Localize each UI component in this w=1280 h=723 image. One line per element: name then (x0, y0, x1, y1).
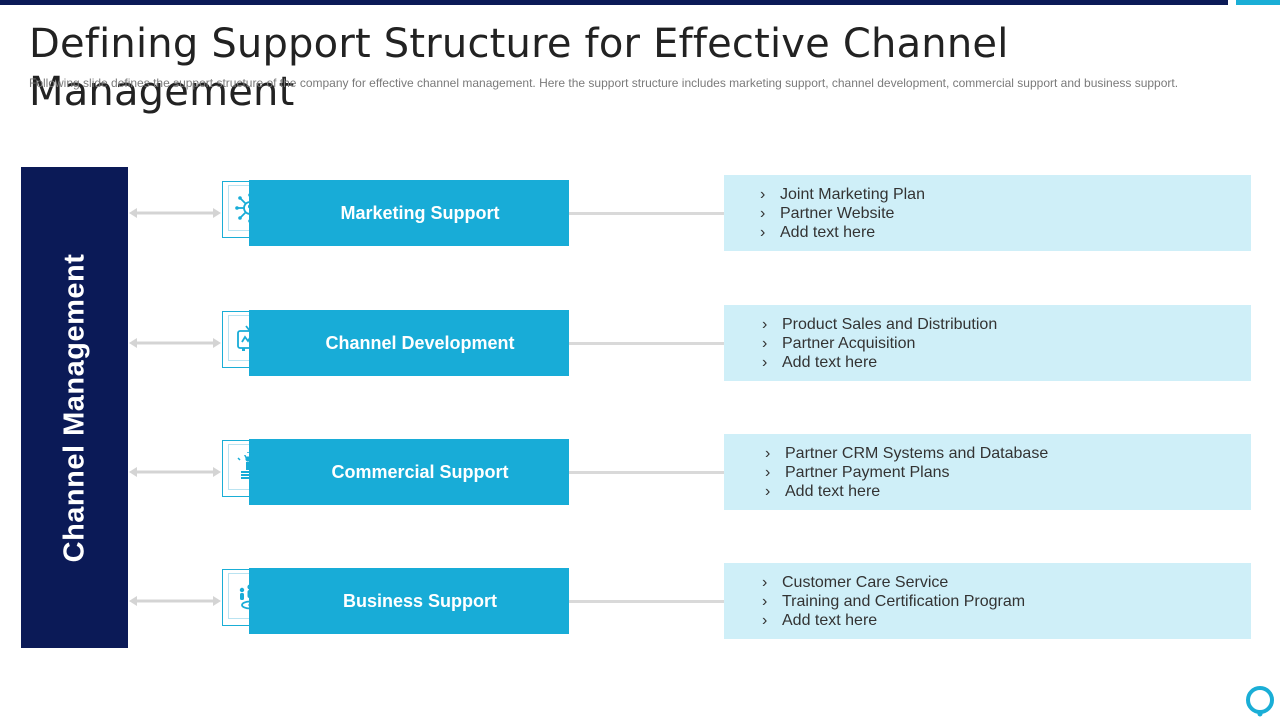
brand-logo-icon (1244, 685, 1277, 718)
support-row-business: Business Support ›Customer Care Service … (0, 563, 1280, 639)
list-item: ›Training and Certification Program (762, 593, 1026, 610)
list-item: ›Partner Acquisition (762, 335, 916, 352)
support-row-marketing: Marketing Support ›Joint Marketing Plan … (0, 175, 1280, 251)
support-row-commercial: $ Commercial Support ›Partner CRM System… (0, 434, 1280, 510)
top-accent-bar-light (1236, 0, 1280, 5)
connector-line (569, 342, 725, 345)
connector-line (569, 212, 725, 215)
support-label-box: Channel Development (249, 310, 569, 376)
support-detail-box: ›Partner CRM Systems and Database ›Partn… (724, 434, 1251, 510)
list-item: ›Add text here (760, 224, 876, 241)
page-title: Defining Support Structure for Effective… (29, 21, 1009, 115)
channel-management-bar: Channel Management (21, 167, 128, 648)
connector-line (569, 471, 725, 474)
list-item: ›Joint Marketing Plan (760, 186, 925, 203)
channel-management-label: Channel Management (58, 253, 90, 562)
double-arrow (129, 207, 221, 219)
connector-line (569, 600, 725, 603)
support-row-channel-development: Channel Development ›Product Sales and D… (0, 305, 1280, 381)
top-accent-bar (0, 0, 1228, 5)
double-arrow (129, 595, 221, 607)
list-item: ›Add text here (762, 354, 878, 371)
page-subtitle: Following slide defines the support stru… (29, 76, 1179, 90)
support-label-box: Marketing Support (249, 180, 569, 246)
list-item: ›Partner Website (760, 205, 895, 222)
support-detail-box: ›Product Sales and Distribution ›Partner… (724, 305, 1251, 381)
list-item: ›Product Sales and Distribution (762, 316, 998, 333)
list-item: ›Add text here (762, 612, 878, 629)
double-arrow (129, 337, 221, 349)
list-item: ›Add text here (765, 483, 881, 500)
support-label-box: Business Support (249, 568, 569, 634)
support-detail-box: ›Customer Care Service ›Training and Cer… (724, 563, 1251, 639)
support-label-box: Commercial Support (249, 439, 569, 505)
list-item: ›Customer Care Service (762, 574, 949, 591)
double-arrow (129, 466, 221, 478)
support-detail-box: ›Joint Marketing Plan ›Partner Website ›… (724, 175, 1251, 251)
list-item: ›Partner Payment Plans (765, 464, 950, 481)
list-item: ›Partner CRM Systems and Database (765, 445, 1049, 462)
